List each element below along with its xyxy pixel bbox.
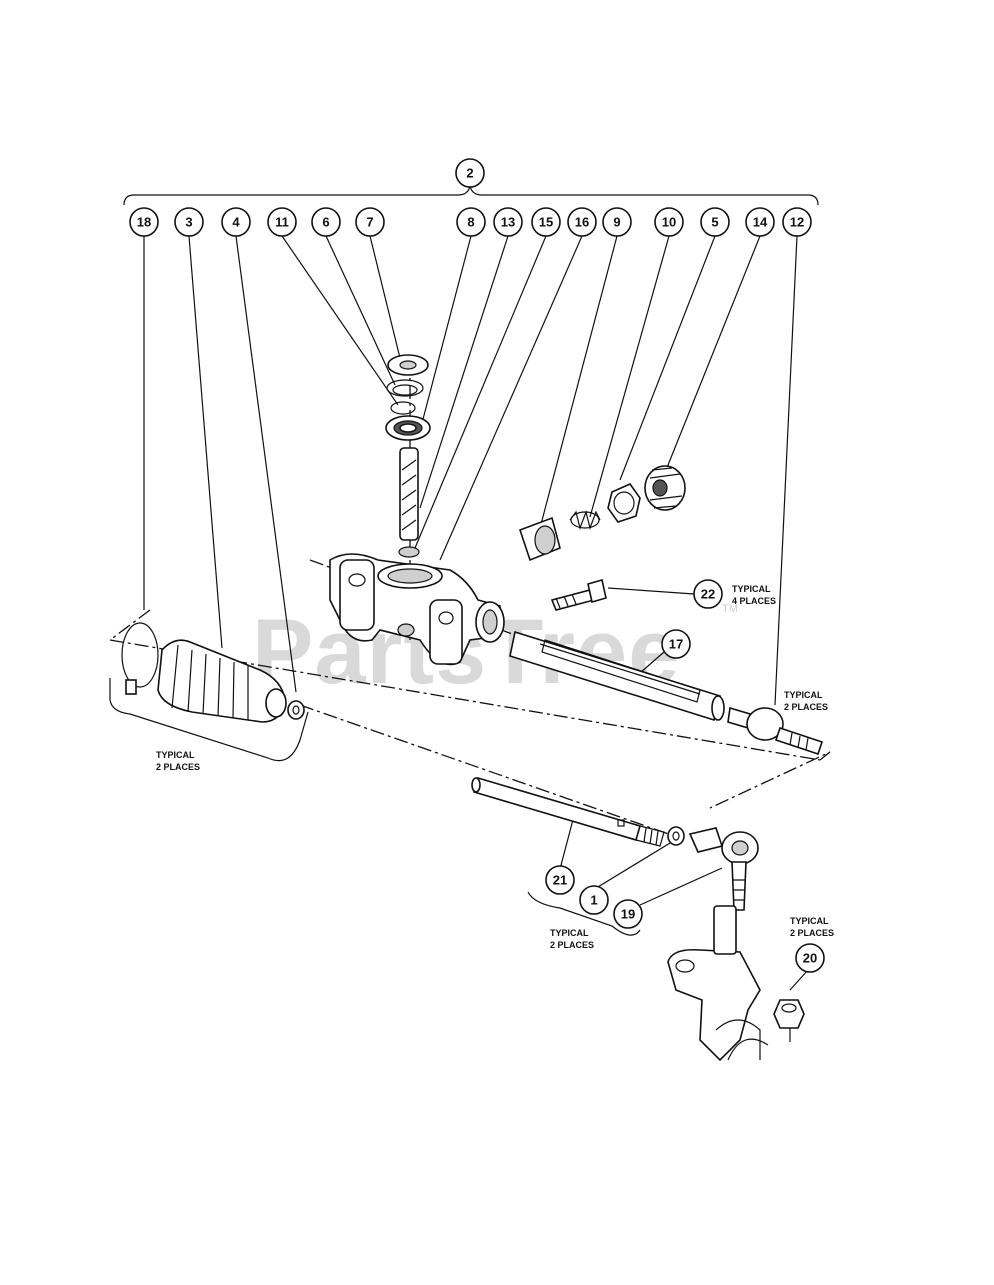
callout-5: 5 xyxy=(700,207,730,237)
svg-text:1: 1 xyxy=(590,893,597,908)
svg-text:2: 2 xyxy=(466,166,473,181)
callout-14: 14 xyxy=(745,207,775,237)
svg-text:7: 7 xyxy=(366,215,373,230)
right-group-bracket xyxy=(527,891,641,936)
svg-text:15: 15 xyxy=(539,215,553,230)
note-typical-4-places: TYPICAL 4 PLACES xyxy=(732,584,776,606)
adjuster-plug xyxy=(644,465,686,511)
svg-text:4 PLACES: 4 PLACES xyxy=(732,596,776,606)
svg-text:TYPICAL: TYPICAL xyxy=(790,916,829,926)
castle-nut xyxy=(773,999,805,1029)
svg-text:18: 18 xyxy=(137,215,151,230)
snap-ring xyxy=(390,401,416,415)
svg-text:13: 13 xyxy=(501,215,515,230)
callout-18: 18 xyxy=(129,207,159,237)
svg-text:19: 19 xyxy=(621,907,635,922)
svg-text:16: 16 xyxy=(575,215,589,230)
svg-text:4: 4 xyxy=(232,215,240,230)
pinion-seal xyxy=(387,354,429,376)
svg-text:2 PLACES: 2 PLACES xyxy=(156,762,200,772)
svg-text:2 PLACES: 2 PLACES xyxy=(790,928,834,938)
callout-6: 6 xyxy=(311,207,341,237)
outer-tie-rod xyxy=(471,777,665,847)
callout-13: 13 xyxy=(493,207,523,237)
watermark-trademark: TM xyxy=(722,603,738,615)
svg-text:21: 21 xyxy=(553,873,567,888)
callout-12: 12 xyxy=(782,207,812,237)
svg-text:TYPICAL: TYPICAL xyxy=(550,928,589,938)
svg-text:12: 12 xyxy=(790,215,804,230)
rack-boot xyxy=(157,639,287,723)
svg-text:14: 14 xyxy=(753,215,768,230)
callout-10: 10 xyxy=(654,207,684,237)
svg-text:17: 17 xyxy=(669,637,683,652)
svg-text:9: 9 xyxy=(613,215,620,230)
bearing xyxy=(385,415,431,441)
callout-17: 17 xyxy=(661,629,691,659)
left-group-bracket xyxy=(109,678,309,762)
svg-text:TYPICAL: TYPICAL xyxy=(784,690,823,700)
tie-rod-end xyxy=(688,827,759,911)
svg-text:20: 20 xyxy=(803,951,817,966)
callout-8: 8 xyxy=(456,207,486,237)
svg-text:5: 5 xyxy=(711,215,718,230)
callout-19: 19 xyxy=(613,899,643,929)
note-typical-2-places-tierod: TYPICAL 2 PLACES xyxy=(784,690,828,712)
svg-text:11: 11 xyxy=(275,215,289,230)
callout-3: 3 xyxy=(174,207,204,237)
spindle-knuckle xyxy=(667,905,769,1062)
group-bracket xyxy=(123,185,819,206)
callout-15: 15 xyxy=(531,207,561,237)
svg-text:22: 22 xyxy=(701,587,715,602)
svg-text:8: 8 xyxy=(467,215,474,230)
callout-21: 21 xyxy=(545,865,575,895)
svg-text:TYPICAL: TYPICAL xyxy=(156,750,195,760)
note-typical-2-places-rod: TYPICAL 2 PLACES xyxy=(550,928,594,950)
spring xyxy=(569,509,601,531)
callout-16: 16 xyxy=(567,207,597,237)
note-typical-2-places-nut: TYPICAL 2 PLACES xyxy=(790,916,834,938)
pinion-gear xyxy=(398,447,420,558)
jam-nut xyxy=(287,700,305,720)
leader-lines xyxy=(143,235,809,1042)
callout-4: 4 xyxy=(221,207,251,237)
svg-text:6: 6 xyxy=(322,215,329,230)
callout-11: 11 xyxy=(267,207,297,237)
tie-rod-nut xyxy=(667,826,685,846)
steering-rack xyxy=(509,630,725,722)
svg-text:TYPICAL: TYPICAL xyxy=(732,584,771,594)
callout-2: 2 xyxy=(455,158,485,188)
svg-text:3: 3 xyxy=(185,215,192,230)
rack-housing xyxy=(329,553,505,666)
svg-text:2 PLACES: 2 PLACES xyxy=(550,940,594,950)
note-typical-2-places-boot: TYPICAL 2 PLACES xyxy=(156,750,200,772)
mounting-bolt xyxy=(550,578,607,611)
callout-1: 1 xyxy=(579,885,609,915)
yoke-plug xyxy=(518,516,561,562)
inner-tie-rod xyxy=(727,706,824,756)
svg-text:10: 10 xyxy=(662,215,676,230)
callout-7: 7 xyxy=(355,207,385,237)
retaining-ring xyxy=(386,379,424,397)
boot-clamp xyxy=(121,622,159,695)
callout-22: 22 xyxy=(693,579,723,609)
lock-nut xyxy=(607,483,641,523)
callout-9: 9 xyxy=(602,207,632,237)
callout-20: 20 xyxy=(795,943,825,973)
svg-text:2 PLACES: 2 PLACES xyxy=(784,702,828,712)
